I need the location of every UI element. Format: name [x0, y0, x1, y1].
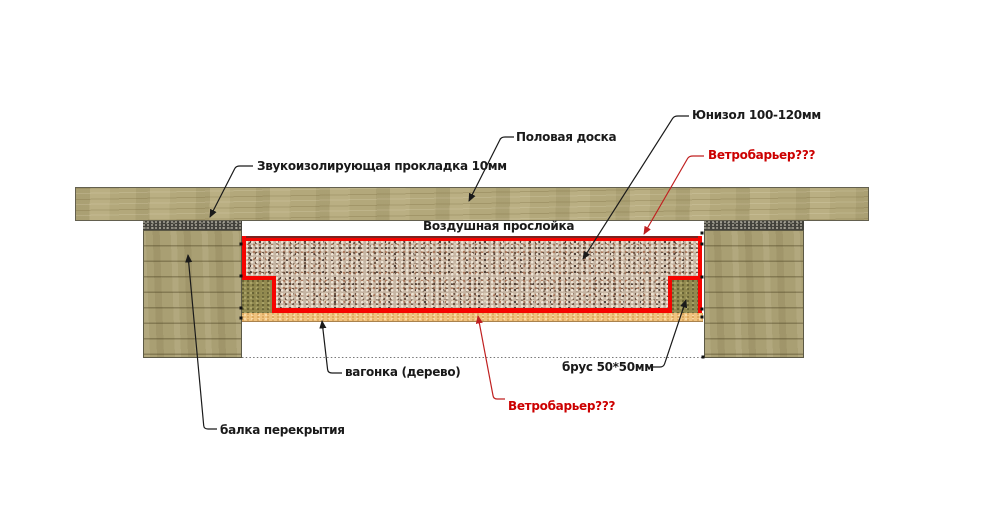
sound-pad-right — [704, 221, 804, 230]
wind-barrier-left-outer — [242, 236, 246, 280]
floor-beam-right — [704, 230, 804, 358]
label-unizol: Юнизол 100-120мм — [692, 108, 821, 122]
sound-pad-left — [143, 221, 242, 230]
timber-block-right — [672, 280, 698, 313]
label-sound-pad: Звукоизолирующая прокладка 10мм — [257, 159, 507, 173]
wind-barrier-bottom-line — [272, 308, 672, 313]
wind-barrier-top-line — [242, 236, 702, 241]
label-wind-barrier-top: Ветробарьер??? — [708, 148, 816, 162]
label-timber: брус 50*50мм — [562, 360, 654, 374]
label-floor-beam: балка перекрытия — [220, 423, 345, 437]
wind-barrier-left-step — [242, 276, 276, 280]
timber-block-left — [242, 280, 272, 313]
floor-beam-left — [143, 230, 242, 358]
wind-barrier-right-inner — [668, 276, 672, 313]
label-wind-barrier-bottom: Ветробарьер??? — [508, 399, 616, 413]
leader-wind-barrier-bottom — [475, 315, 505, 400]
floor-board — [75, 187, 869, 221]
leader-paneling — [319, 320, 342, 374]
paneling-strip — [242, 313, 703, 322]
insulation-fill-upper — [246, 241, 698, 278]
label-floor-board: Половая доска — [516, 130, 617, 144]
wind-barrier-right-step — [668, 276, 702, 280]
label-paneling: вагонка (дерево) — [345, 365, 461, 379]
label-air-gap: Воздушная прослойка — [423, 219, 575, 233]
wind-barrier-left-inner — [272, 276, 276, 313]
insulation-fill-lower — [276, 277, 668, 309]
wind-barrier-right-outer — [698, 236, 702, 313]
